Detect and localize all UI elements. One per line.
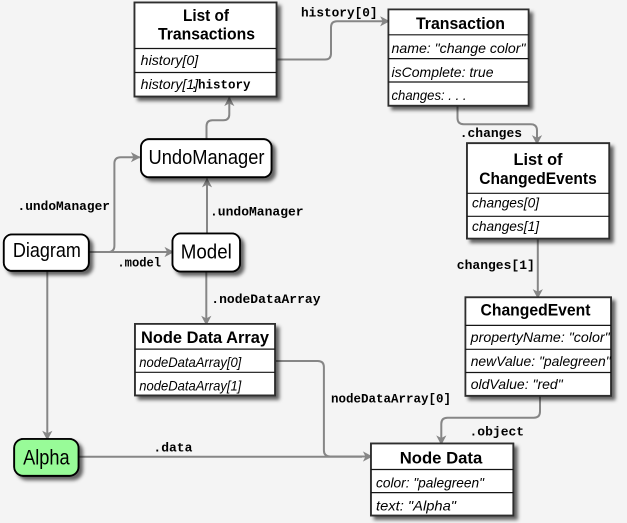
svg-text:.undoManager: .undoManager: [18, 199, 111, 214]
svg-text:oldValue: "red": oldValue: "red": [471, 376, 564, 392]
svg-text:ChangedEvent: ChangedEvent: [481, 301, 591, 320]
svg-text:Node Data: Node Data: [400, 449, 483, 468]
svg-text:List of: List of: [183, 6, 229, 25]
svg-text:ChangedEvents: ChangedEvents: [479, 169, 597, 188]
svg-text:Diagram: Diagram: [13, 240, 81, 262]
svg-text:.history: .history: [191, 78, 251, 93]
svg-text:Node Data Array: Node Data Array: [141, 328, 270, 347]
svg-text:nodeDataArray[0]: nodeDataArray[0]: [139, 354, 242, 370]
svg-text:Transactions: Transactions: [158, 25, 255, 44]
svg-text:nodeDataArray[0]: nodeDataArray[0]: [331, 392, 451, 407]
svg-text:.model: .model: [117, 255, 161, 270]
svg-text:.nodeDataArray: .nodeDataArray: [211, 292, 320, 307]
svg-text:newValue: "palegreen": newValue: "palegreen": [471, 353, 612, 369]
svg-text:history[0]: history[0]: [301, 6, 378, 21]
svg-text:Model: Model: [181, 242, 232, 264]
svg-text:.data: .data: [153, 440, 192, 455]
svg-text:name: "change color": name: "change color": [392, 40, 527, 56]
svg-text:changes[1]: changes[1]: [457, 258, 535, 273]
svg-text:List of: List of: [514, 150, 563, 169]
svg-text:nodeDataArray[1]: nodeDataArray[1]: [139, 377, 242, 393]
svg-text:color: "palegreen": color: "palegreen": [376, 475, 485, 491]
svg-text:.changes: .changes: [460, 126, 523, 141]
svg-text:Alpha: Alpha: [23, 446, 70, 470]
svg-text:UndoManager: UndoManager: [149, 147, 265, 169]
svg-text:changes[1]: changes[1]: [472, 218, 540, 234]
svg-text:history[1]: history[1]: [141, 76, 200, 92]
svg-text:Transaction: Transaction: [416, 14, 505, 33]
svg-text:text: "Alpha": text: "Alpha": [376, 498, 457, 514]
svg-text:history[0]: history[0]: [141, 52, 200, 68]
svg-text:isComplete: true: isComplete: true: [392, 64, 494, 80]
svg-text:changes: . . .: changes: . . .: [392, 87, 467, 103]
svg-text:changes[0]: changes[0]: [472, 195, 540, 211]
svg-text:.undoManager: .undoManager: [210, 205, 304, 220]
svg-text:.object: .object: [470, 425, 525, 440]
svg-text:propertyName: "color": propertyName: "color": [470, 329, 611, 345]
